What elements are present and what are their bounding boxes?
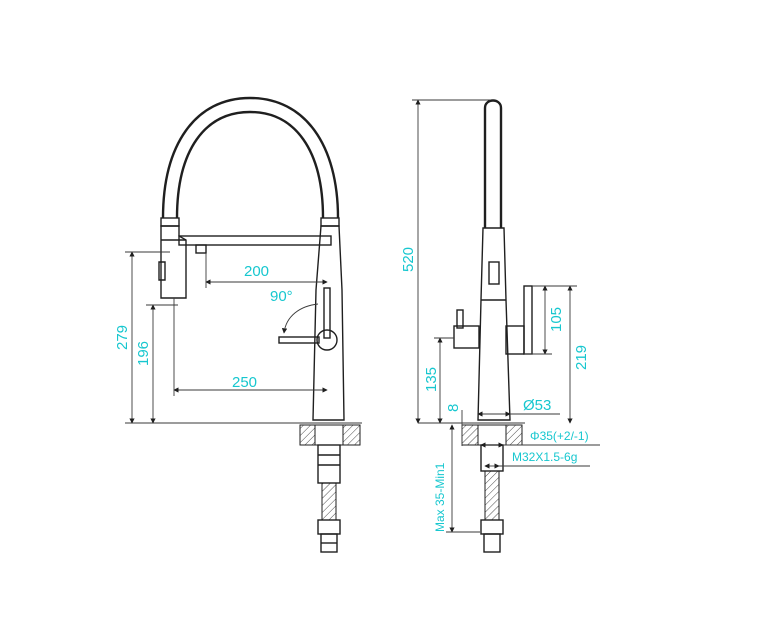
front-holder-arm (178, 235, 332, 246)
side-view: 520 105 219 135 8 Ø53 Φ35(+2/-1) M32X1.5… (400, 99, 600, 553)
label-279: 279 (114, 325, 131, 350)
side-lever-stem (523, 285, 533, 355)
side-shank (480, 444, 504, 472)
front-hose-nut (317, 519, 341, 535)
front-shank (317, 444, 341, 484)
front-spray-head (160, 225, 187, 299)
side-spout (483, 99, 503, 228)
front-angle-arc (281, 303, 319, 334)
front-spout-band-right (320, 217, 340, 227)
side-hose-nut (480, 519, 504, 535)
label-maxmin: Max 35-Min1 (433, 462, 447, 532)
label-35: Φ35(+2/-1) (530, 429, 589, 443)
label-90deg: 90° (270, 288, 293, 305)
front-view: 200 90° 250 279 196 (114, 96, 362, 553)
front-holder-clip (195, 244, 207, 254)
front-spout-arc (161, 96, 340, 219)
side-base-hole (477, 424, 507, 446)
label-105: 105 (548, 307, 565, 332)
front-lever-stem (323, 287, 331, 339)
side-rear-lever-body (453, 325, 480, 349)
side-hose-end (483, 533, 501, 553)
front-spout-arc-inner (175, 110, 325, 219)
front-body (312, 225, 345, 421)
label-200: 200 (244, 263, 269, 280)
label-135: 135 (423, 367, 440, 392)
side-lever-body (505, 325, 525, 355)
front-base-hole (314, 424, 344, 446)
label-8: 8 (445, 404, 462, 412)
side-body (477, 227, 511, 421)
front-spray-button (158, 261, 166, 281)
label-520: 520 (400, 247, 417, 272)
label-250: 250 (232, 374, 257, 391)
side-hose (484, 470, 500, 521)
front-lever-arm (278, 336, 320, 344)
label-196: 196 (135, 341, 152, 366)
side-body-window (488, 261, 500, 285)
label-thread: M32X1.5-6g (512, 450, 577, 464)
label-219: 219 (573, 345, 590, 370)
front-lever-hub (316, 329, 338, 351)
front-spout-band-left (160, 217, 180, 227)
front-hose (321, 482, 337, 521)
label-53: Ø53 (523, 397, 551, 414)
side-rear-lever-stem (456, 309, 464, 329)
